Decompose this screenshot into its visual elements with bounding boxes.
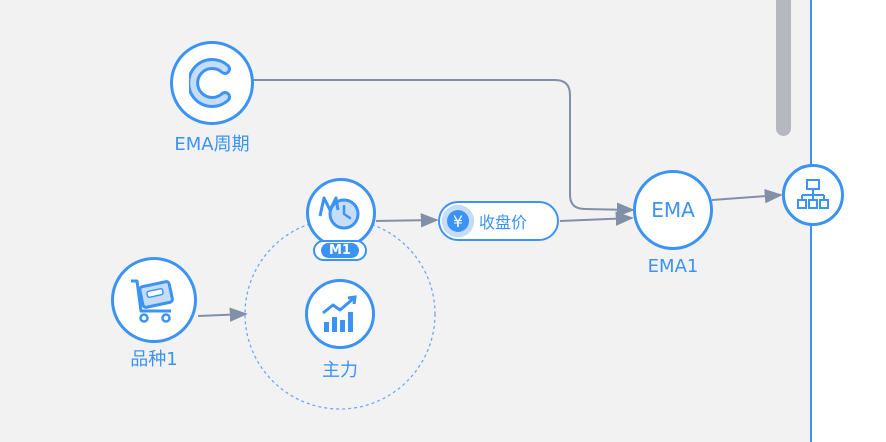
main-contract-node[interactable] bbox=[305, 279, 375, 349]
variety-node[interactable] bbox=[111, 257, 197, 343]
wire-close-to-ema bbox=[559, 211, 634, 226]
close-price-label: 收盘价 bbox=[479, 213, 528, 232]
c-letter-icon bbox=[189, 58, 231, 108]
vertical-scrollbar[interactable] bbox=[776, 0, 791, 136]
wire-cycle-to-close bbox=[375, 213, 439, 228]
cycle-badge[interactable]: M1 bbox=[313, 240, 367, 261]
yen-icon: ¥ bbox=[442, 205, 474, 237]
cart-icon bbox=[131, 279, 174, 323]
ema-node[interactable]: EMA bbox=[633, 170, 713, 250]
wire-ema-to-output bbox=[711, 188, 783, 204]
workflow-canvas[interactable]: EMA周期 品种1 M1 主力 ¥ bbox=[0, 0, 812, 442]
ema-period-node[interactable] bbox=[170, 41, 254, 125]
main-contract-label: 主力 bbox=[322, 360, 358, 381]
network-icon bbox=[797, 179, 829, 209]
trend-chart-icon bbox=[322, 295, 357, 332]
ema-label: EMA1 bbox=[647, 256, 699, 277]
wire-variety-to-group bbox=[197, 307, 248, 322]
clock-icon bbox=[318, 196, 360, 230]
wire-period-to-ema bbox=[253, 79, 635, 217]
close-price-node[interactable]: ¥ 收盘价 bbox=[438, 201, 559, 241]
ema-period-label: EMA周期 bbox=[174, 134, 250, 155]
variety-label: 品种1 bbox=[130, 349, 178, 370]
ema-node-text: EMA bbox=[651, 198, 695, 222]
cycle-node[interactable] bbox=[306, 178, 376, 248]
cycle-badge-text: M1 bbox=[321, 243, 359, 258]
output-node-overlay[interactable] bbox=[782, 164, 844, 226]
